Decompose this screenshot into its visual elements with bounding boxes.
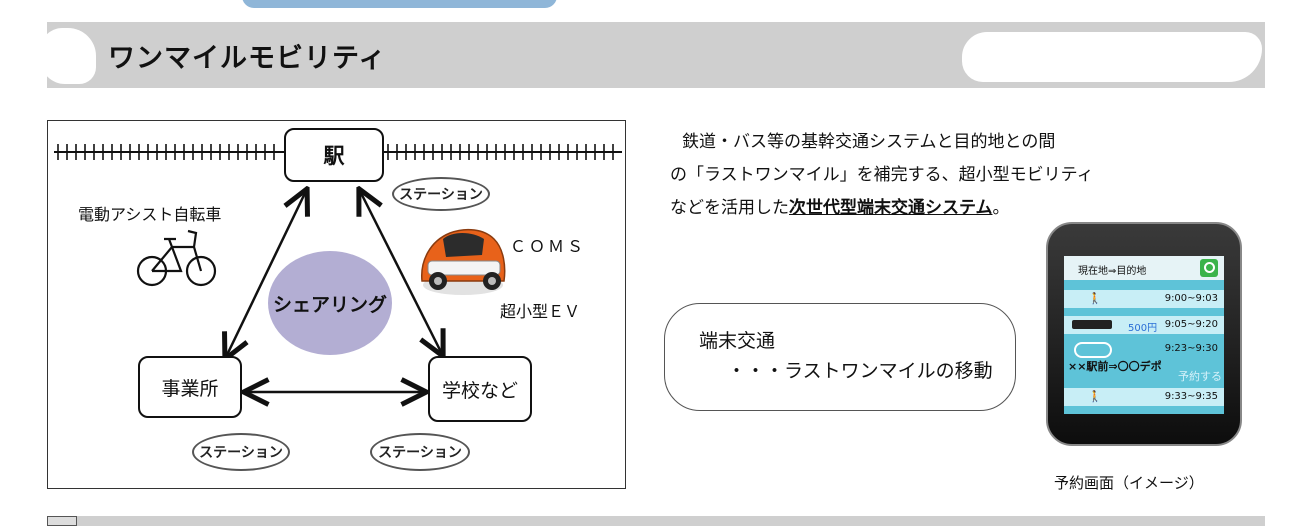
terminal-subtitle: ・・・ラストワンマイルの移動	[727, 360, 993, 382]
phone-row-time: 9:05~9:20	[1164, 319, 1218, 330]
arrow-station-office	[226, 191, 306, 357]
diagram-canvas	[54, 144, 622, 489]
node-station: 駅	[284, 128, 384, 182]
next-section-marker	[47, 516, 77, 526]
phone-route-label: ××駅前⇒〇〇デポ	[1068, 360, 1162, 373]
station-bubble-label: ステーション	[378, 445, 462, 461]
phone-row-time: 9:33~9:35	[1164, 391, 1218, 402]
next-section-bar	[47, 516, 1265, 526]
station-bubble-label: ステーション	[199, 445, 283, 461]
ev-label: 超小型ＥＶ	[500, 302, 581, 321]
description-prefix: などを活用した	[670, 198, 789, 218]
description-emphasis: 次世代型端末交通システム	[789, 198, 993, 218]
ev-car-icon	[1074, 342, 1112, 358]
mobility-diagram: 駅 事業所 学校など シェアリング ステーション ステーション ステーション 電…	[47, 120, 626, 489]
walk-icon: 🚶	[1088, 390, 1102, 403]
top-tab-decoration	[240, 0, 559, 10]
search-icon	[1200, 259, 1218, 277]
node-school: 学校など	[428, 356, 532, 422]
station-bubble-label: ステーション	[399, 187, 483, 203]
coms-ev-icon	[421, 228, 506, 295]
arrow-station-school	[360, 191, 442, 354]
phone-row-time: 9:00~9:03	[1164, 293, 1218, 304]
phone-route-row: 9:23~9:30 ××駅前⇒〇〇デポ 予約する	[1064, 340, 1224, 383]
phone-route-row: 🚶 9:33~9:35	[1064, 388, 1224, 406]
terminal-title: 端末交通	[699, 330, 776, 352]
station-bubble: ステーション	[370, 433, 470, 471]
description-line-3: などを活用した次世代型端末交通システム。	[670, 193, 1010, 218]
description-line-2: の「ラストワンマイル」を補完する、超小型モビリティ	[670, 165, 1094, 185]
node-school-label: 学校など	[441, 379, 518, 402]
sharing-label: シェアリング	[272, 293, 387, 316]
phone-route-row: 🚶 9:00~9:03	[1064, 290, 1224, 308]
bus-icon	[1072, 320, 1112, 329]
node-office-label: 事業所	[161, 377, 219, 400]
node-office: 事業所	[138, 356, 242, 418]
redacted-mark	[40, 28, 96, 84]
phone-route-row: 500円 9:05~9:20	[1064, 316, 1224, 334]
phone-header: 現在地⇒目的地	[1064, 256, 1224, 280]
phone-header-label: 現在地⇒目的地	[1078, 266, 1147, 277]
bicycle-label: 電動アシスト自転車	[78, 205, 222, 224]
terminal-traffic-box: 端末交通 ・・・ラストワンマイルの移動	[664, 303, 1016, 411]
phone-fare: 500円	[1128, 323, 1158, 334]
station-bubble: ステーション	[392, 177, 490, 211]
bicycle-icon	[136, 229, 217, 287]
redacted-mark	[962, 32, 1262, 82]
section-title: ワンマイルモビリティ	[108, 43, 387, 74]
walk-icon: 🚶	[1088, 292, 1102, 305]
phone-image: 現在地⇒目的地 🚶 9:00~9:03 500円 9:05~9:20 9:23~…	[1046, 222, 1242, 446]
station-bubble: ステーション	[192, 433, 290, 471]
sharing-circle: シェアリング	[268, 251, 392, 355]
phone-reserve-button[interactable]: 予約する	[1178, 370, 1222, 383]
coms-label: ＣＯＭＳ	[510, 237, 587, 256]
node-station-label: 駅	[323, 144, 345, 168]
description-suffix: 。	[992, 198, 1010, 218]
phone-screen: 現在地⇒目的地 🚶 9:00~9:03 500円 9:05~9:20 9:23~…	[1064, 256, 1224, 414]
description-line-1: 鉄道・バス等の基幹交通システムと目的地との間	[682, 132, 1056, 152]
phone-caption: 予約画面（イメージ）	[1054, 474, 1204, 492]
railway-track-icon	[54, 144, 622, 160]
phone-row-time: 9:23~9:30	[1164, 343, 1218, 354]
